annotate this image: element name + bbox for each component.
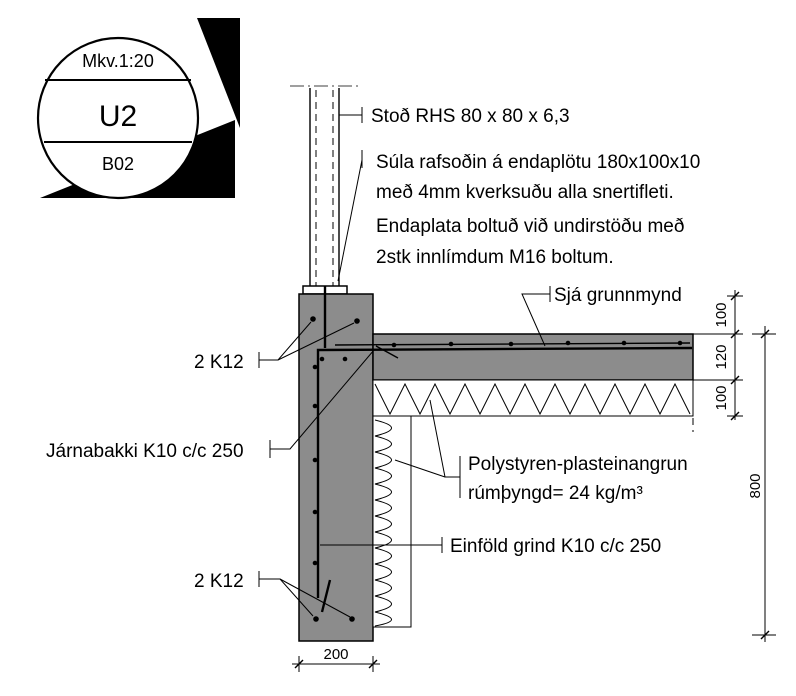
- post-hook-bar: [320, 579, 332, 613]
- title-triangle-top: [197, 18, 240, 128]
- rebar-slab: [391, 342, 397, 348]
- stirrup-bar: [316, 346, 693, 598]
- dim-width-tick-left: [294, 659, 304, 669]
- annotations: Stoð RHS 80 x 80 x 6,3 Súla rafsoðin á e…: [46, 106, 700, 618]
- dim-slab-label: 120: [713, 344, 730, 369]
- weld-note-line-3: Endaplata boltuð við undirstöðu með: [376, 216, 684, 237]
- rebar-top-right: [354, 318, 360, 324]
- leader-see-plan: [521, 293, 550, 347]
- dim-right-tick-4: [730, 411, 740, 421]
- weld-note-line-1: Súla rafsoðin á endaplötu 180x100x10: [376, 152, 700, 173]
- rebar-wall: [312, 560, 318, 566]
- sheet-label: B02: [102, 154, 134, 174]
- detail-title-symbol: Mkv.1:20 U2 B02: [36, 18, 240, 200]
- leader-rebar-top-b: [277, 322, 355, 361]
- floor-slab: [372, 333, 694, 381]
- rebar-slab: [448, 341, 454, 347]
- reinforcement: [310, 286, 693, 622]
- dim-width-tick-right: [368, 659, 378, 669]
- stirrup-label: Járnabakki K10 c/c 250: [46, 441, 244, 462]
- dim-right-tick-2: [730, 329, 740, 339]
- mesh-label: Einföld grind K10 c/c 250: [450, 536, 661, 557]
- weld-note-line-4: 2stk innlímdum M16 boltum.: [376, 247, 614, 268]
- rebar-wall: [312, 364, 318, 370]
- insulation-line-2: rúmþyngd= 24 kg/m³: [468, 483, 643, 504]
- rebar-slab: [508, 341, 514, 347]
- title-circle: [36, 36, 200, 200]
- insulation-layers: [372, 379, 694, 628]
- rebar-wall: [312, 509, 318, 515]
- rebar-top-left: [310, 316, 316, 322]
- insulation-hatch-horizontal: [374, 382, 691, 416]
- dim-insulation-label: 100: [713, 385, 730, 410]
- rebar-slab-lower: [319, 356, 325, 362]
- dim-width-label: 200: [323, 646, 348, 663]
- leader-insulation-b: [394, 459, 446, 478]
- rebar-wall: [312, 403, 318, 409]
- leader-stirrup: [270, 349, 375, 450]
- foundation-wall: [298, 293, 374, 642]
- dim-right-tick-3: [730, 375, 740, 385]
- slab-bend-bar: [375, 345, 399, 359]
- steel-post: [290, 85, 358, 295]
- rebar-slab-lower: [342, 356, 348, 362]
- scale-label: Mkv.1:20: [82, 51, 154, 71]
- dim-total-label: 800: [747, 473, 764, 498]
- dim-total-tick-top: [760, 329, 770, 339]
- see-plan-label: Sjá grunnmynd: [554, 285, 682, 306]
- weld-note-line-2: með 4mm kverksuðu alla snertifleti.: [376, 182, 674, 203]
- rebar-bottom-left: [313, 616, 319, 622]
- dimensions: 200 100 120 100 800: [292, 290, 776, 672]
- post-label: Stoð RHS 80 x 80 x 6,3: [371, 106, 570, 127]
- leader-rebar-bottom-b: [279, 578, 351, 618]
- rebar-slab: [565, 340, 571, 346]
- rebar-wall: [312, 457, 318, 463]
- rebar-bottom-label: 2 K12: [194, 571, 244, 592]
- rebar-bottom-right: [349, 616, 355, 622]
- rebar-slab: [621, 340, 627, 346]
- leader-weld: [337, 159, 363, 282]
- dim-right-tick-1: [730, 291, 740, 301]
- detail-id-label: U2: [99, 100, 137, 133]
- rebar-top-label: 2 K12: [194, 352, 244, 373]
- insulation-under-slab: [372, 379, 694, 417]
- insulation-hatch-vertical: [374, 419, 392, 627]
- insulation-line-1: Polystyren-plasteinangrun: [468, 454, 688, 475]
- concrete-section: [298, 293, 694, 642]
- dim-total-tick-bottom: [760, 630, 770, 640]
- rebar-slab: [677, 340, 683, 346]
- dim-slab-top-label: 100: [713, 302, 730, 327]
